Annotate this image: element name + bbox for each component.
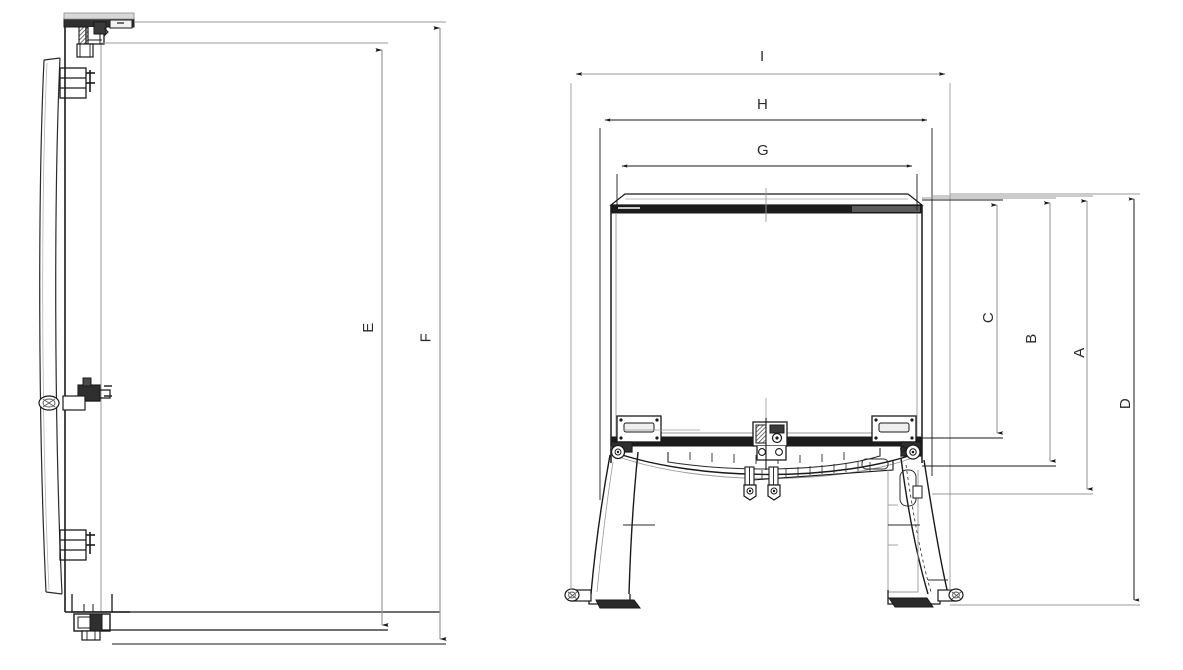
- door-handle: [39, 57, 63, 595]
- dimension-H: [599, 118, 933, 500]
- dimension-E: [101, 42, 389, 631]
- dimension-label-F: F: [417, 332, 435, 343]
- dimension-label-A: A: [1070, 347, 1088, 358]
- reference-lines: [623, 398, 920, 526]
- dimension-A: [932, 195, 1094, 495]
- side-bottom-foot: [71, 594, 440, 641]
- right-hinge-bracket: [871, 415, 922, 460]
- dimension-I: [570, 72, 951, 590]
- dimension-B: [922, 197, 1057, 467]
- cabinet-body: [609, 188, 924, 463]
- dimension-G: [616, 164, 918, 210]
- latch-pin-right: [767, 466, 781, 501]
- front-view-group: [564, 72, 1140, 609]
- dimension-label-D: D: [1117, 397, 1135, 410]
- right-leg: [887, 457, 964, 608]
- center-hinge-mechanism: [743, 418, 788, 501]
- dimension-label-E: E: [359, 322, 377, 333]
- side-top-hinge-assembly: [63, 12, 135, 58]
- dimension-label-B: B: [1022, 333, 1040, 344]
- left-leg: [564, 451, 641, 609]
- side-view-group: [38, 12, 447, 645]
- latch-pin-left: [743, 466, 757, 501]
- dimension-D: [950, 193, 1140, 606]
- dimension-label-I: I: [760, 48, 765, 65]
- dimension-label-G: G: [757, 142, 770, 159]
- dimension-C: [922, 199, 1004, 439]
- dimension-F: [112, 21, 447, 645]
- dimension-label-H: H: [757, 96, 769, 113]
- side-mid-hinge-assembly: [38, 377, 112, 411]
- dimension-label-C: C: [980, 311, 998, 324]
